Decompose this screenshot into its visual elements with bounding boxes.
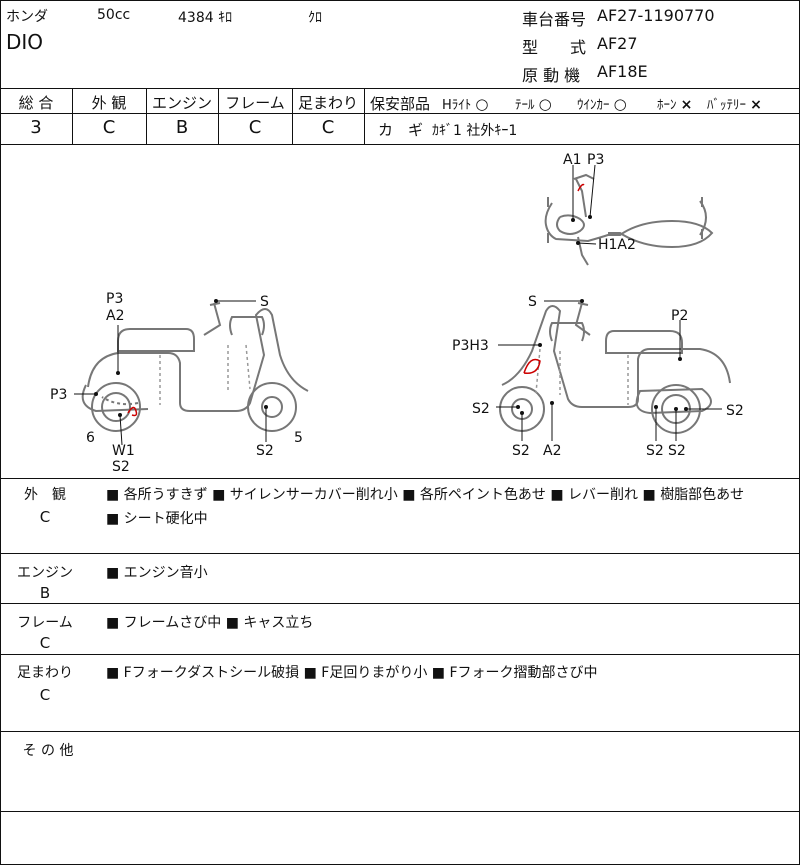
diagram-left-6: 6 — [86, 430, 95, 446]
diagram-label-h1a2: H1A2 — [598, 237, 636, 253]
diagram-left-5: 5 — [294, 430, 303, 446]
key-value: ｶｷﾞ1 社外ｷｰ1 — [432, 123, 518, 139]
safety-item-battery: ﾊﾞｯﾃﾘｰ × — [707, 97, 762, 113]
safety-item-headlight: Hﾗｲﾄ ○ — [442, 95, 489, 113]
section-exterior-label: 外 観 — [24, 487, 66, 503]
safety-item-tail: ﾃｰﾙ ○ — [515, 95, 552, 113]
mileage: 4384 ｷﾛ — [178, 10, 233, 26]
safety-item-winker: ｳｲﾝｶｰ ○ — [577, 95, 627, 113]
diagram-left-p3-top: P3 — [106, 291, 123, 307]
type-value: AF27 — [597, 34, 638, 53]
scooter-left-view — [81, 302, 309, 432]
scooter-right-view — [499, 302, 731, 434]
chassis-label: 車台番号 — [522, 10, 587, 29]
grade-label-frame: フレーム — [225, 94, 285, 112]
diagram-right-s2-rear-side: S2 — [726, 403, 744, 419]
diagram-left-s2-rear: S2 — [112, 459, 130, 475]
maker: ホンダ — [6, 9, 48, 25]
displacement: 50cc — [97, 7, 131, 23]
scooter-top-view — [544, 173, 714, 266]
section-divider — [0, 603, 800, 604]
diagram-bottom-line — [0, 478, 800, 479]
diagram-right-p3h3: P3H3 — [452, 338, 489, 354]
diagram-right-a2: A2 — [543, 443, 561, 459]
section-frame-grade: C — [39, 634, 51, 652]
color: ｸﾛ — [308, 10, 322, 26]
engine-label: 原 動 機 — [522, 66, 581, 85]
section-suspension-grade: C — [39, 686, 51, 704]
section-exterior-line-1: ■ 各所うすきず ■ サイレンサーカバー削れ小 ■ 各所ペイント色あせ ■ レバ… — [106, 487, 745, 503]
section-divider — [0, 654, 800, 655]
section-suspension-label: 足まわり — [17, 665, 73, 681]
model-name: DIO — [6, 30, 44, 54]
safety-item-horn: ﾎｰﾝ × — [657, 97, 693, 113]
grade-divider — [72, 88, 73, 144]
grade-row-divider — [0, 113, 800, 114]
section-divider — [0, 553, 800, 554]
grade-value-overall: 3 — [30, 117, 42, 138]
section-engine-line-1: ■ エンジン音小 — [106, 565, 208, 581]
diagram-right-s: S — [528, 294, 537, 310]
header-divider — [0, 88, 800, 89]
section-frame-line-1: ■ フレームさび中 ■ キャス立ち — [106, 615, 314, 631]
diagram-label-p3: P3 — [587, 152, 604, 168]
diagram-right-s2-muffler: S2 — [646, 443, 664, 459]
grade-label-suspension: 足まわり — [297, 94, 358, 112]
grade-value-exterior: C — [102, 117, 116, 138]
key-label: カ ギ — [378, 121, 424, 139]
diagram-left-a2: A2 — [106, 308, 124, 324]
diagram-left-w1: W1 — [112, 443, 135, 459]
grade-divider — [364, 88, 365, 144]
type-label: 型 式 — [522, 38, 587, 57]
grade-label-exterior: 外 観 — [91, 94, 127, 112]
section-divider — [0, 811, 800, 812]
diagram-left-p3-rear: P3 — [50, 387, 67, 403]
diagram-left-s2-front: S2 — [256, 443, 274, 459]
section-engine-grade: B — [39, 584, 51, 602]
grade-divider — [218, 88, 219, 144]
diagram-right-s2-front-side: S2 — [472, 401, 490, 417]
grade-label-engine: エンジン — [151, 94, 212, 112]
grade-value-engine: B — [175, 117, 189, 138]
grade-value-frame: C — [248, 117, 262, 138]
section-other-label: そ の 他 — [22, 743, 74, 759]
grade-bottom-line — [0, 144, 800, 145]
engine-value: AF18E — [597, 62, 648, 81]
diagram-right-s2-rear-wheel: S2 — [668, 443, 686, 459]
safety-label: 保安部品 — [370, 95, 431, 113]
section-divider — [0, 731, 800, 732]
section-exterior-grade: C — [39, 508, 51, 526]
damage-diagram: A1 P3 H1A2 P3 A2 P3 S 6 — [50, 152, 744, 475]
grade-value-suspension: C — [321, 117, 335, 138]
diagram-right-p2: P2 — [671, 308, 688, 324]
section-suspension-line-1: ■ Fフォークダストシール破損 ■ F足回りまがり小 ■ Fフォーク摺動部さび中 — [106, 665, 598, 681]
grade-divider — [292, 88, 293, 144]
diagram-label-a1: A1 — [563, 152, 581, 168]
grade-divider — [146, 88, 147, 144]
diagram-right-s2-front-bottom: S2 — [512, 443, 530, 459]
section-exterior-line-2: ■ シート硬化中 — [106, 511, 208, 527]
chassis-value: AF27-1190770 — [597, 6, 715, 25]
diagram-left-s: S — [260, 294, 269, 310]
section-frame-label: フレーム — [17, 615, 73, 631]
section-engine-label: エンジン — [17, 565, 73, 581]
grade-label-overall: 総 合 — [18, 94, 54, 112]
